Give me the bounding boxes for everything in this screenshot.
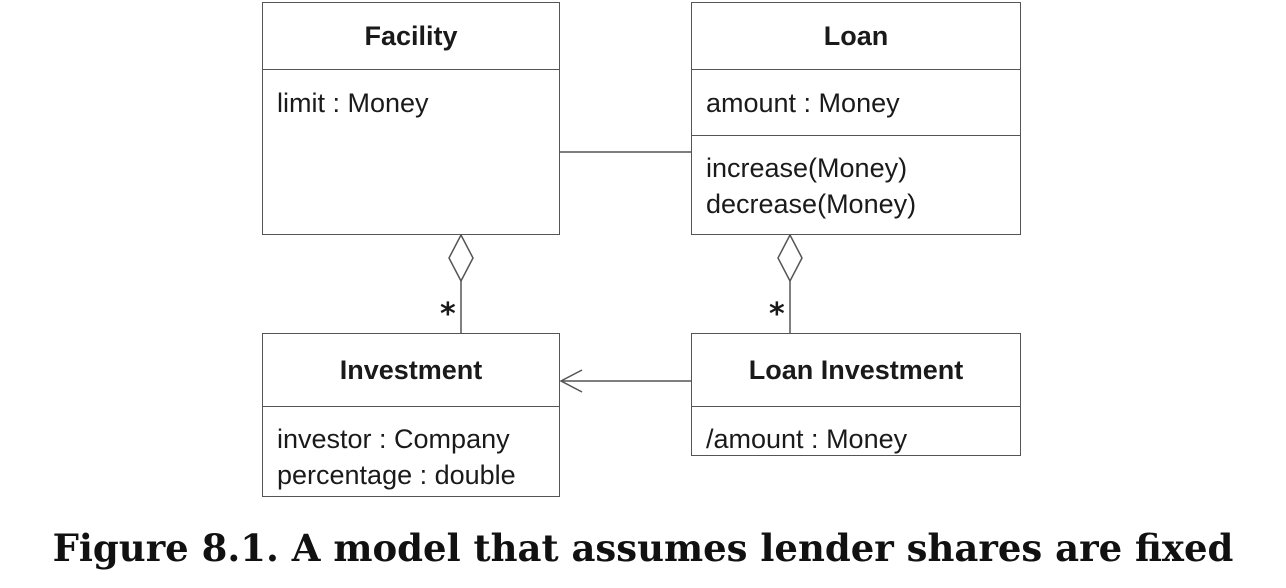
loan-operation-increase: increase(Money) <box>706 153 908 183</box>
loan-class: Loan amount : Money increase(Money) decr… <box>691 2 1021 235</box>
loan-loaninvestment-multiplicity: * <box>769 297 785 332</box>
investment-attributes: investor : Company percentage : double <box>263 406 559 495</box>
investment-class: Investment investor : Company percentage… <box>262 333 560 497</box>
facility-attributes: limit : Money <box>263 69 559 232</box>
facility-aggregation-diamond <box>448 233 474 283</box>
loan-attribute-amount: amount : Money <box>706 88 900 118</box>
loan-investment-attribute-amount: /amount : Money <box>706 424 908 454</box>
generalization-arrowhead <box>559 369 583 393</box>
figure-caption: Figure 8.1. A model that assumes lender … <box>52 526 1234 570</box>
facility-class-name: Facility <box>364 20 458 51</box>
loan-attributes: amount : Money <box>692 69 1020 135</box>
loan-investment-attributes: /amount : Money <box>692 406 1020 454</box>
loan-operations: increase(Money) decrease(Money) <box>692 135 1020 232</box>
investment-attribute-investor: investor : Company <box>277 424 510 454</box>
facility-class: Facility limit : Money <box>262 2 560 235</box>
loan-operation-decrease: decrease(Money) <box>706 189 917 219</box>
loan-investment-class-name: Loan Investment <box>748 354 964 385</box>
facility-investment-multiplicity: * <box>440 297 456 332</box>
loan-aggregation-diamond <box>777 233 803 283</box>
loan-class-name: Loan <box>823 20 889 51</box>
investment-class-name: Investment <box>339 354 483 385</box>
facility-attribute-limit: limit : Money <box>277 88 429 118</box>
investment-attribute-percentage: percentage : double <box>277 460 516 490</box>
loan-investment-class: Loan Investment /amount : Money <box>691 333 1021 456</box>
